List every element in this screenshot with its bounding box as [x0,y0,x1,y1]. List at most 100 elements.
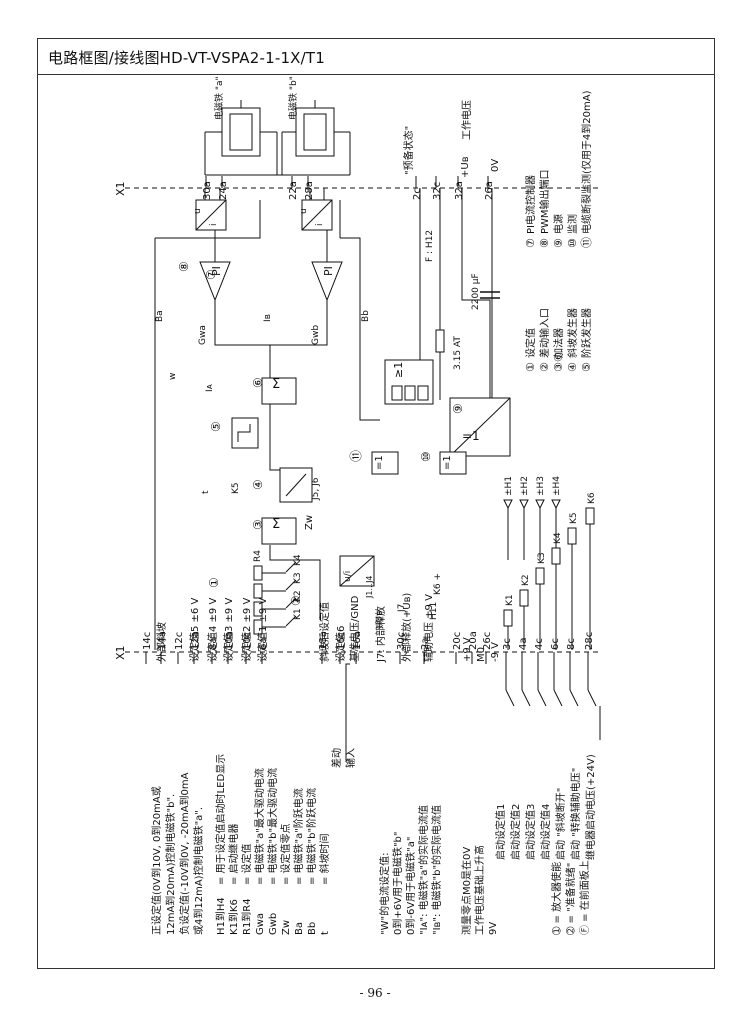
svg-text:设定值6: 设定值6 [334,626,347,662]
legend-number: ① [524,362,537,372]
legend-number: ⑤ [580,362,593,372]
wire-cap [461,188,491,400]
led [503,499,513,510]
solenoid-a-coil [204,100,278,175]
summer-6: Σ [261,377,297,405]
svg-text:J7: 内部释放: J7: 内部释放 [374,606,387,663]
led [519,499,529,510]
legend-symbol-desc: = 设定值 [240,843,253,885]
diff-input-labels: 斜坡后设定值 设定值6 基准电压/GND 差动 输入 [318,595,361,768]
relay-coil [567,527,577,545]
block-number-marker: ⑥ [251,377,265,388]
ba-label: Ba [155,310,165,322]
legend-w-line: 0到+6V用于电磁铁"b" [391,832,404,936]
wire-feedback-a [155,200,261,239]
relay-contact [285,615,297,627]
block-number-marker: ① [207,577,221,588]
legend-symbol: H1到H4 [215,897,227,935]
block-number-marker: ② [289,595,303,606]
bottom-pin-2a: 2a [420,638,431,651]
legend-w-line: 0到-6V用于电磁铁"a" [404,836,417,935]
zero-v-label: 0V [490,159,501,172]
legend-number: ② [538,362,551,372]
ready-label: "预备状态" [402,126,415,175]
top-pin-32c: 32c [432,182,443,200]
bottom-pin-16c: 16c [336,632,347,650]
svg-text:Zw: Zw [304,515,315,530]
bottom-connector-label: X1 [114,645,127,660]
legend-signal-line: 正设定值(0V到10V, 0到20mA或 [150,786,163,935]
solenoid-a-label: 电磁铁 "a" [213,76,225,120]
setpoint-line-label: 设定值5 ±6 V [188,598,201,662]
bottom-pin-14a: 14a [157,631,168,650]
legend-symbol: Ba [294,922,305,935]
legend-number-label: 阶跃发生器 [580,308,593,358]
fuse [435,329,445,353]
legend-number: ③⑥ [552,352,565,372]
relay-contact [285,561,297,573]
top-pin-24a: 24a [218,181,229,200]
enable-label: 启动设定值2 [509,804,522,860]
legend-number-label: 差动输入口 [538,308,551,358]
svg-text:=1: =1 [462,429,480,443]
xor-gate-11: =1 [371,451,399,475]
led-label: ±H4 [552,476,562,496]
legend-symbol: R1到R4 [241,898,253,935]
block-number-marker: ④ [251,479,265,490]
supply-labels: J7: 内部释放 外部释放(+Uʙ) 辅助电压 ±9 V +9 V M0 -9 … [374,593,501,663]
gwb-label: Gwb [311,325,321,345]
setpoint-line-label: 设定值4 ±9 V [206,598,219,662]
pwm-stage-a: u i [193,188,227,231]
setpoint-line-label: 设定值3 ±9 V [222,598,235,662]
setpoint-pot [253,583,263,599]
enable-label: 启动 "转换辅助电压" [569,768,582,860]
plus-ub2-label: +Uʙ [375,611,385,630]
svg-text:u/i: u/i [343,571,353,582]
block-number-marker: ⑩ [419,451,433,462]
top-pin-32a: 32a [454,181,465,200]
page-frame: 电路框图/接线图HD-VT-VSPA2-1-1X/T1 [37,38,715,969]
setpoint-pots: R1R2R3R4K1K2K3K4 [253,550,303,635]
j7-pin-label: J7 [397,604,407,613]
legend-measure-line: 9V [488,922,499,935]
enable-switches [505,664,601,740]
svg-text:输入: 输入 [344,748,357,768]
ib-label: Iʙ [263,314,273,322]
legend-symbol-desc: = 用于设定值启动时LED显示 [214,754,227,885]
block-number-marker: ③ [251,519,265,530]
legend-symbol-desc: = 电磁铁"a"最大驱动电流 [253,768,266,885]
enable-label: 继电器启动电压(+24V) [584,754,597,860]
legend-symbol-desc: = 电磁铁"b"最大驱动电流 [266,768,279,885]
svg-text:Σ: Σ [272,377,280,392]
fuse-label: 3.15 AT [453,336,463,370]
legend-number: ⑧ [538,238,551,248]
legend-number-label: 加法器 [552,328,565,358]
legend-number-label: PWM输出端口 [538,169,551,234]
legend-w-line: "W"的电流设定值: [378,853,391,935]
enable-switch [521,689,531,707]
legend-symbol: Gwb [268,913,279,935]
legend-symbol: t [320,931,331,935]
enable-switch [587,689,597,707]
relay-contact-label: K1 [293,608,303,620]
bb-label: Bb [361,310,371,322]
relay-label: K1 [505,594,515,606]
setpoint-line-label: 设定值1 ±9 V [256,598,269,662]
svg-text:辅助电压 ±9 V: 辅助电压 ±9 V [422,594,435,662]
pi-controller-b: PI [311,230,343,302]
svg-text:=1: =1 [442,455,453,470]
legend-number-label: 电源 [552,214,565,234]
relay-label: K2 [521,574,531,586]
relay-coil [519,589,529,607]
legend-signal-line: 12mA到20mA)控制电磁铁"b". [164,794,177,935]
legend-bottom-line: ➀ = 放大器使能 [550,862,563,935]
bottom-pin-20a: 20a [468,631,479,650]
solenoid-b-label: 电磁铁 "b" [287,76,299,120]
bottom-pin-30c: 30c [396,632,407,650]
block-number-marker: ⑧ [177,261,191,272]
